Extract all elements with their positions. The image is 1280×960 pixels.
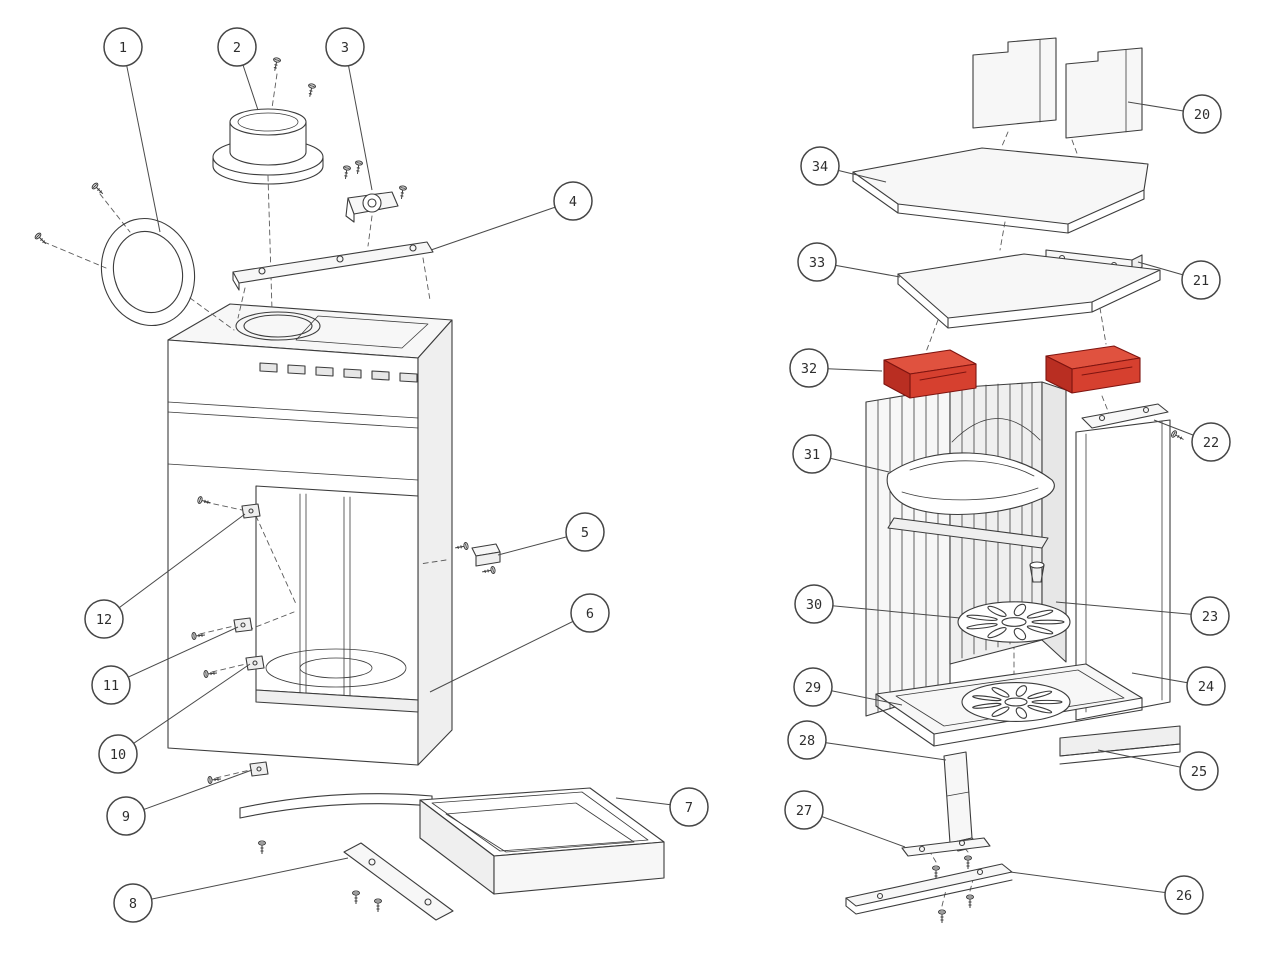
callout-31: 31 bbox=[792, 434, 890, 474]
callout-23: 23 bbox=[1055, 596, 1230, 636]
part-3-burner-bracket bbox=[345, 191, 399, 223]
svg-text:26: 26 bbox=[1176, 888, 1192, 904]
part-27-bracket bbox=[901, 837, 991, 857]
callout-32: 32 bbox=[789, 348, 883, 388]
callout-30: 30 bbox=[794, 584, 961, 624]
callout-25: 25 bbox=[1097, 749, 1219, 791]
svg-text:20: 20 bbox=[1194, 107, 1210, 123]
svg-text:33: 33 bbox=[809, 255, 825, 271]
svg-text:31: 31 bbox=[804, 447, 820, 463]
svg-text:32: 32 bbox=[801, 361, 817, 377]
callout-27: 27 bbox=[784, 790, 906, 848]
svg-text:29: 29 bbox=[805, 680, 821, 696]
svg-text:12: 12 bbox=[96, 612, 112, 628]
stove-body bbox=[167, 303, 453, 766]
svg-text:21: 21 bbox=[1193, 273, 1209, 289]
callout-11: 11 bbox=[91, 626, 239, 705]
svg-text:23: 23 bbox=[1202, 609, 1218, 625]
callout-7: 7 bbox=[615, 787, 709, 827]
svg-text:27: 27 bbox=[796, 803, 812, 819]
svg-text:8: 8 bbox=[129, 896, 137, 912]
svg-text:28: 28 bbox=[799, 733, 815, 749]
callout-26: 26 bbox=[1009, 871, 1204, 915]
callout-10: 10 bbox=[98, 663, 251, 774]
callout-6: 6 bbox=[429, 593, 610, 693]
svg-text:2: 2 bbox=[233, 40, 241, 56]
part-bottom-curved-rail bbox=[239, 793, 433, 819]
part-23-feed-cone bbox=[1029, 561, 1045, 583]
svg-text:5: 5 bbox=[581, 525, 589, 541]
part-32-highlighted-bracket-right bbox=[1045, 345, 1141, 394]
svg-text:11: 11 bbox=[103, 678, 119, 694]
part-9-hinge bbox=[215, 761, 269, 779]
callout-4: 4 bbox=[430, 181, 593, 251]
part-1-flue-ring bbox=[100, 217, 196, 327]
part-8-support-bar bbox=[343, 842, 454, 921]
callout-24: 24 bbox=[1131, 666, 1226, 706]
part-7-ash-pan bbox=[419, 787, 665, 895]
callout-20: 20 bbox=[1127, 94, 1222, 134]
part-20-rear-panels bbox=[972, 37, 1143, 139]
svg-text:10: 10 bbox=[110, 747, 126, 763]
part-34-top-panel bbox=[852, 147, 1149, 234]
callout-34: 34 bbox=[800, 146, 887, 186]
svg-text:24: 24 bbox=[1198, 679, 1214, 695]
firebox-walls bbox=[865, 381, 1067, 717]
left-exploded-view bbox=[33, 56, 665, 921]
callout-12: 12 bbox=[84, 513, 246, 639]
callout-33: 33 bbox=[797, 242, 901, 282]
svg-text:25: 25 bbox=[1191, 764, 1207, 780]
svg-text:30: 30 bbox=[806, 597, 822, 613]
callout-1: 1 bbox=[103, 27, 161, 233]
part-22-side-bracket bbox=[1081, 403, 1169, 429]
part-lower-grate bbox=[962, 683, 1070, 722]
part-12-hinge bbox=[204, 501, 261, 519]
svg-text:22: 22 bbox=[1203, 435, 1219, 451]
callout-22: 22 bbox=[1153, 419, 1231, 462]
svg-text:4: 4 bbox=[569, 194, 577, 210]
part-31-baffle bbox=[886, 452, 1055, 549]
svg-text:3: 3 bbox=[341, 40, 349, 56]
part-30-grate-plate bbox=[958, 602, 1070, 642]
callout-29: 29 bbox=[793, 667, 903, 707]
part-24-side-panel bbox=[1075, 419, 1171, 721]
callout-2: 2 bbox=[217, 27, 259, 111]
svg-text:9: 9 bbox=[122, 809, 130, 825]
callout-28: 28 bbox=[787, 720, 947, 761]
right-exploded-view bbox=[845, 37, 1186, 924]
callout-21: 21 bbox=[1137, 260, 1221, 300]
part-5-latch bbox=[471, 543, 501, 567]
callout-8: 8 bbox=[113, 857, 349, 923]
svg-text:7: 7 bbox=[685, 800, 693, 816]
svg-text:6: 6 bbox=[586, 606, 594, 622]
part-2-flue-collar bbox=[212, 108, 324, 185]
callout-3: 3 bbox=[325, 27, 373, 191]
callout-9: 9 bbox=[106, 769, 253, 836]
part-4-top-rail bbox=[232, 241, 434, 291]
svg-text:34: 34 bbox=[812, 159, 828, 175]
callout-5: 5 bbox=[497, 512, 605, 556]
part-25-bottom-rail bbox=[1059, 725, 1181, 765]
part-26-mounting-bracket bbox=[845, 863, 1013, 915]
part-28-support-strip bbox=[943, 751, 981, 852]
part-32-highlighted-bracket-left bbox=[883, 349, 977, 399]
part-33-insulation-board bbox=[897, 253, 1161, 329]
svg-text:1: 1 bbox=[119, 40, 127, 56]
